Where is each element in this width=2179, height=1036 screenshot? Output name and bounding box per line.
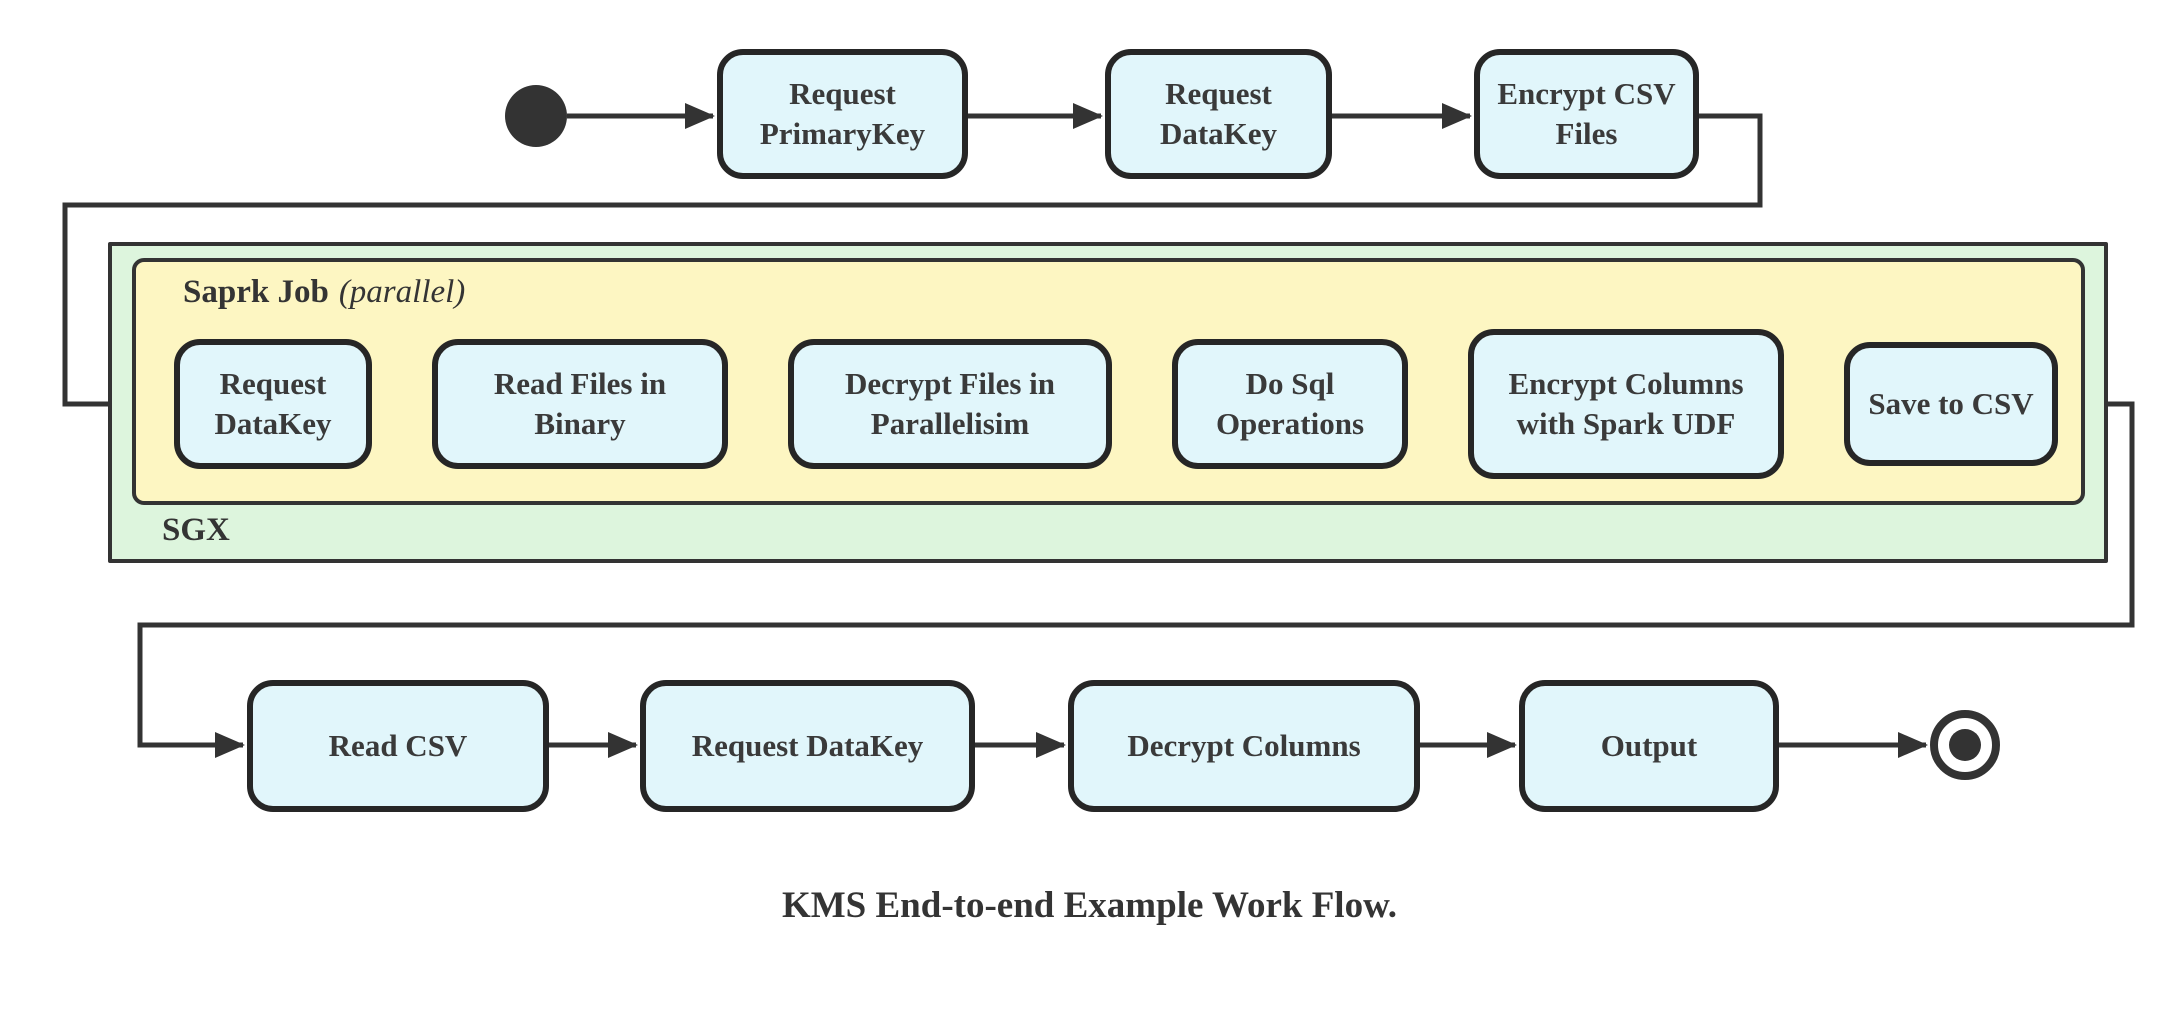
- node-label: Read Files in Binary: [493, 366, 667, 441]
- node-label: Output: [1600, 728, 1698, 764]
- diagram-caption: KMS End-to-end Example Work Flow.: [781, 885, 1398, 926]
- node-save-to-csv: Save to CSV: [1844, 342, 2058, 466]
- node-label: Read CSV: [328, 728, 468, 764]
- node-encrypt-columns-with-spark-udf: Encrypt Columns with Spark UDF: [1468, 329, 1784, 479]
- node-label: Encrypt Columns with Spark UDF: [1508, 366, 1744, 441]
- node-read-csv: Read CSV: [247, 680, 549, 812]
- node-label: Request DataKey: [214, 366, 332, 441]
- node-label: Encrypt CSV Files: [1497, 76, 1676, 151]
- node-request-datakey-1: Request DataKey: [1105, 49, 1332, 179]
- node-encrypt-csv-files: Encrypt CSV Files: [1474, 49, 1699, 179]
- node-request-datakey-2: Request DataKey: [174, 339, 372, 469]
- start-node-icon: [505, 85, 567, 147]
- end-node-inner-dot: [1949, 729, 1981, 761]
- arrow: [62, 113, 1763, 417]
- node-decrypt-files-in-parallelisim: Decrypt Files in Parallelisim: [788, 339, 1112, 469]
- spark-job-label-text: Saprk Job: [183, 274, 329, 310]
- node-request-primarykey: Request PrimaryKey: [717, 49, 968, 179]
- node-read-files-in-binary: Read Files in Binary: [432, 339, 728, 469]
- spark-job-cluster-label: Saprk Job(parallel): [183, 274, 465, 311]
- node-do-sql-operations: Do Sql Operations: [1172, 339, 1408, 469]
- node-label: Decrypt Files in Parallelisim: [844, 366, 1056, 441]
- node-label: Request PrimaryKey: [759, 76, 926, 151]
- end-node-icon: [1930, 710, 2000, 780]
- node-label: Request DataKey: [1159, 76, 1278, 151]
- node-label: Request DataKey: [691, 728, 924, 764]
- node-label: Decrypt Columns: [1127, 728, 1361, 764]
- node-label: Do Sql Operations: [1215, 366, 1365, 441]
- spark-job-parallel-qualifier: (parallel): [338, 274, 466, 310]
- arrow: [137, 401, 2135, 758]
- node-output: Output: [1519, 680, 1779, 812]
- sgx-cluster-label: SGX: [162, 512, 230, 548]
- node-decrypt-columns: Decrypt Columns: [1068, 680, 1420, 812]
- node-label: Save to CSV: [1868, 386, 2034, 422]
- node-request-datakey-3: Request DataKey: [640, 680, 975, 812]
